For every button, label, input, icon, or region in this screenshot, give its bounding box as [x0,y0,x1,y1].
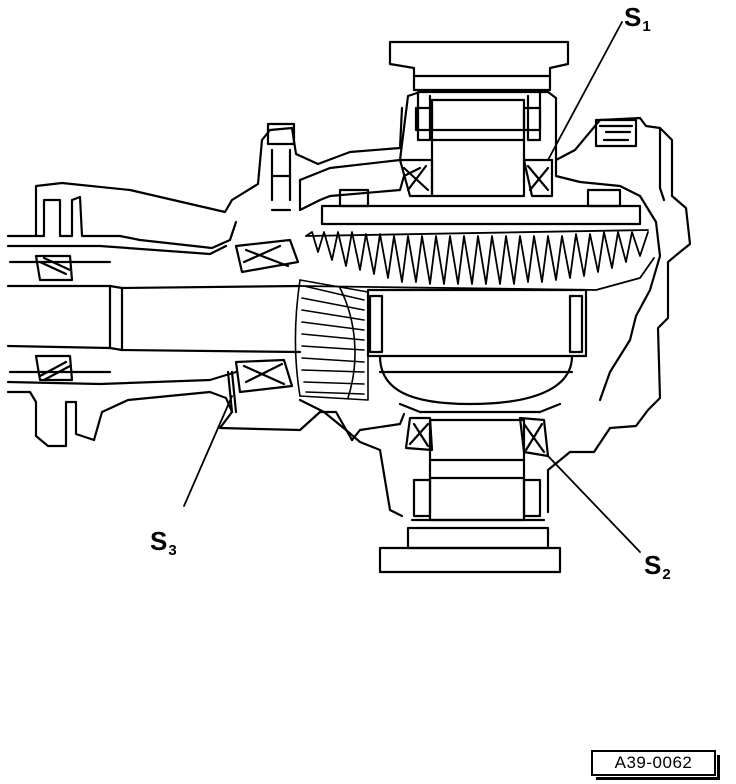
callout-s2-index: 2 [662,566,671,583]
figure-reference-code: A39-0062 [591,750,720,780]
leader-lines [183,21,641,553]
callout-s3-index: 3 [168,542,177,559]
callout-s1-letter: S [624,2,642,32]
leader-line-s3 [183,395,233,507]
callout-s1: S1 [624,2,651,34]
crown-wheel-teeth [299,229,655,291]
differential-housing [298,90,692,518]
leader-line-s1 [547,21,623,161]
pinion-housing [6,106,404,448]
upper-side-flange [388,40,570,198]
callout-s3: S3 [150,526,177,558]
callout-s1-index: 1 [642,18,651,35]
drive-pinion-teeth [294,279,369,401]
callout-s3-letter: S [150,526,168,556]
differential-carrier [320,204,642,414]
callout-s2-letter: S [644,550,662,580]
leader-line-s2 [547,455,641,553]
lower-side-flange [378,416,562,574]
callout-s2: S2 [644,550,671,582]
